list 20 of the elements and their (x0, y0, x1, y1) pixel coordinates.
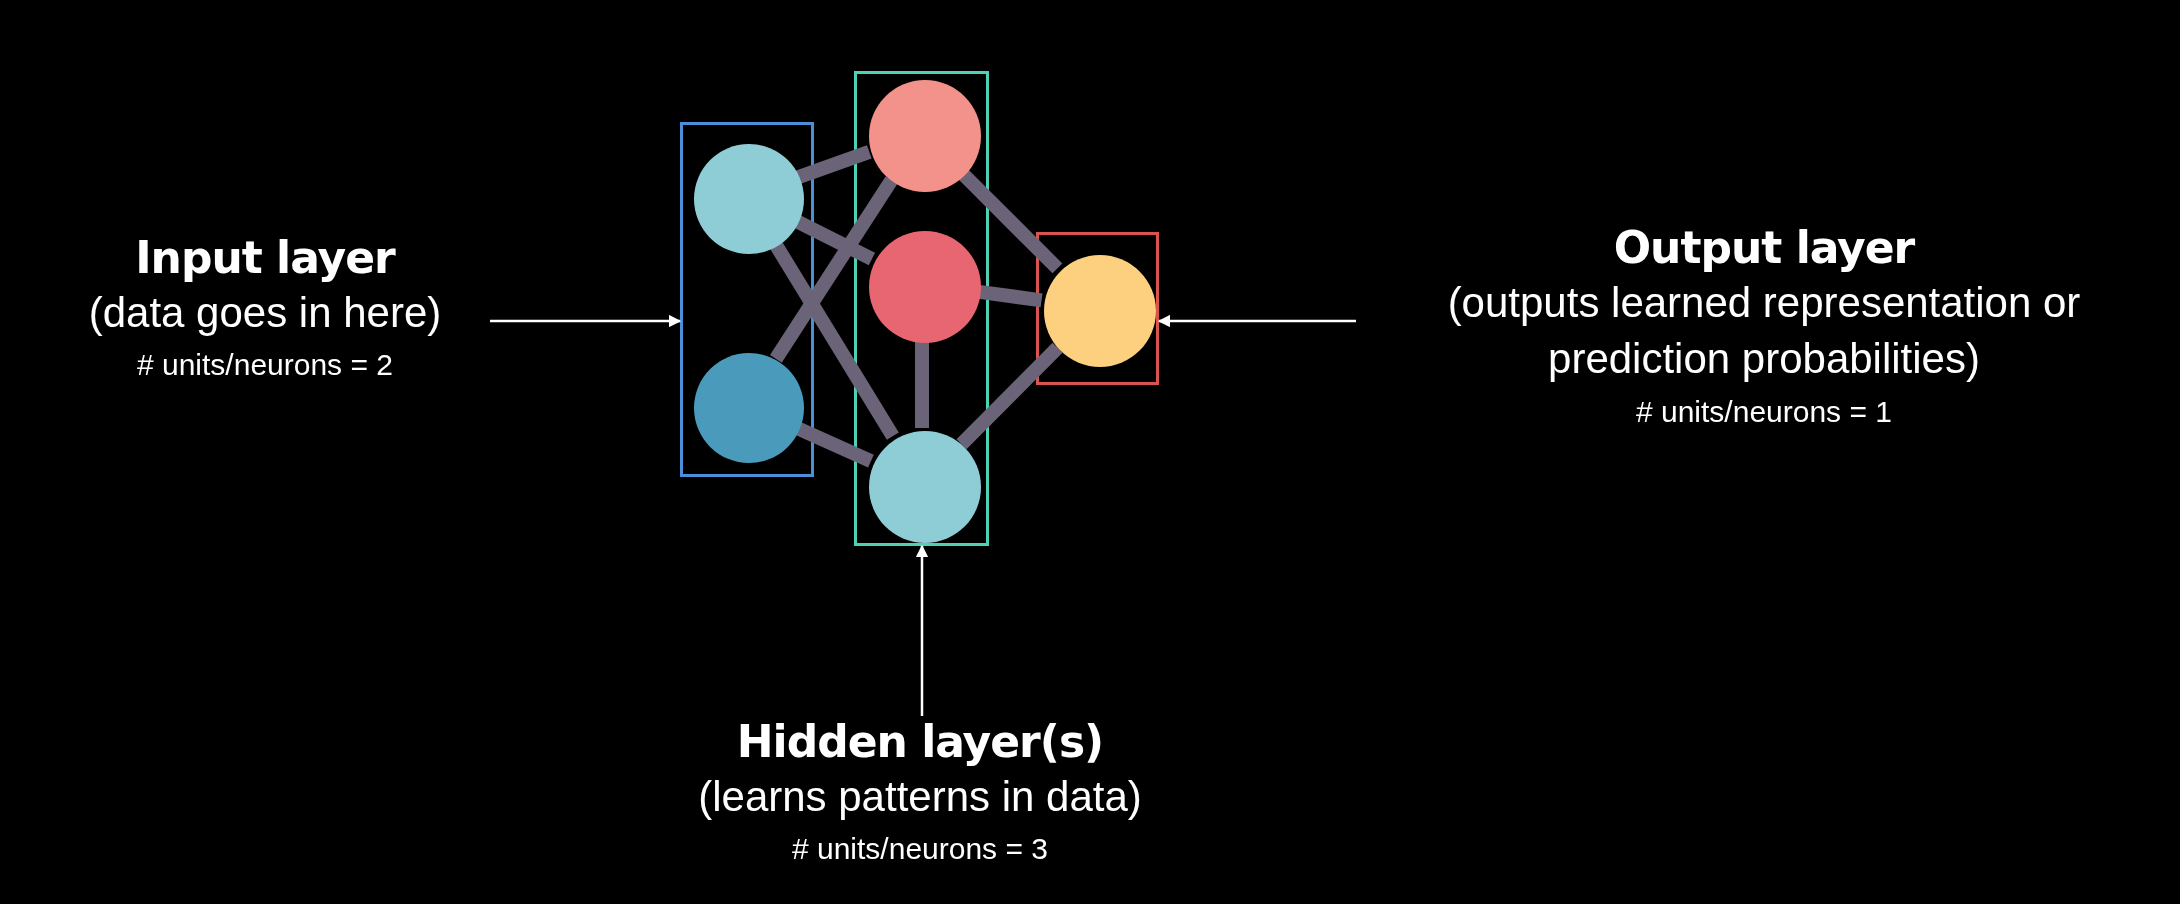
layer-title: Hidden layer(s) (736, 716, 1104, 769)
layer-title: Input layer (135, 232, 395, 285)
unit-count: # units/neurons = 2 (137, 347, 393, 384)
connection-line (956, 342, 1063, 450)
connection-line (795, 145, 872, 185)
layer-title: Output layer (1613, 222, 1915, 275)
arrow (1157, 314, 1356, 328)
arrow (915, 544, 929, 716)
arrow (490, 314, 682, 328)
connection-line (770, 176, 898, 363)
layer-description: (learns patterns in data) (698, 771, 1142, 822)
layer-frame (680, 122, 814, 477)
layer-description: (outputs learned representation or prediction probabilities) (1446, 277, 2082, 385)
layer-frame (1036, 232, 1159, 385)
neuron-circle (869, 431, 981, 543)
layer-description: (data goes in here) (88, 287, 442, 338)
connection-line (915, 340, 929, 428)
unit-count: # units/neurons = 1 (1636, 394, 1892, 431)
layer-frame (854, 71, 989, 546)
unit-count: # units/neurons = 3 (792, 831, 1048, 868)
